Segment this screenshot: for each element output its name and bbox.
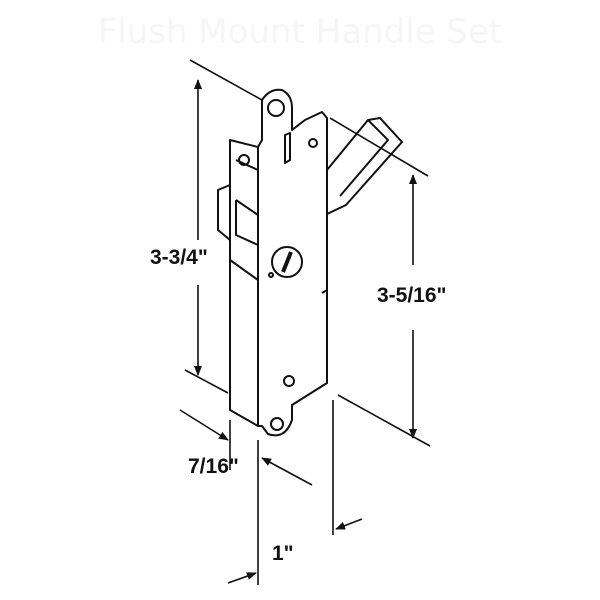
screw-bottom: [283, 375, 295, 387]
top-mount-hole: [267, 99, 285, 117]
dim-overall-height: [184, 59, 263, 394]
dim-width: [179, 409, 313, 585]
face-plate: [257, 88, 328, 437]
keyhole-cylinder: [271, 246, 303, 278]
dim-label-overall-height: 3-3/4": [150, 246, 208, 269]
dim-label-depth: 1": [272, 542, 294, 565]
watermark-text: Flush Mount Handle Set: [97, 12, 503, 52]
dim-label-hole-spacing: 3-5/16": [377, 284, 447, 307]
dim-depth: [227, 400, 363, 584]
screw-top: [308, 138, 318, 148]
keyhole-slot: [281, 251, 293, 273]
bottom-mount-hole: [270, 417, 284, 431]
handle-lever: [326, 117, 403, 215]
slot-mark: [284, 132, 291, 164]
dim-label-width: 7/16": [188, 455, 239, 478]
lock-body-side: [217, 139, 259, 427]
dim-hole-spacing: [329, 117, 431, 447]
